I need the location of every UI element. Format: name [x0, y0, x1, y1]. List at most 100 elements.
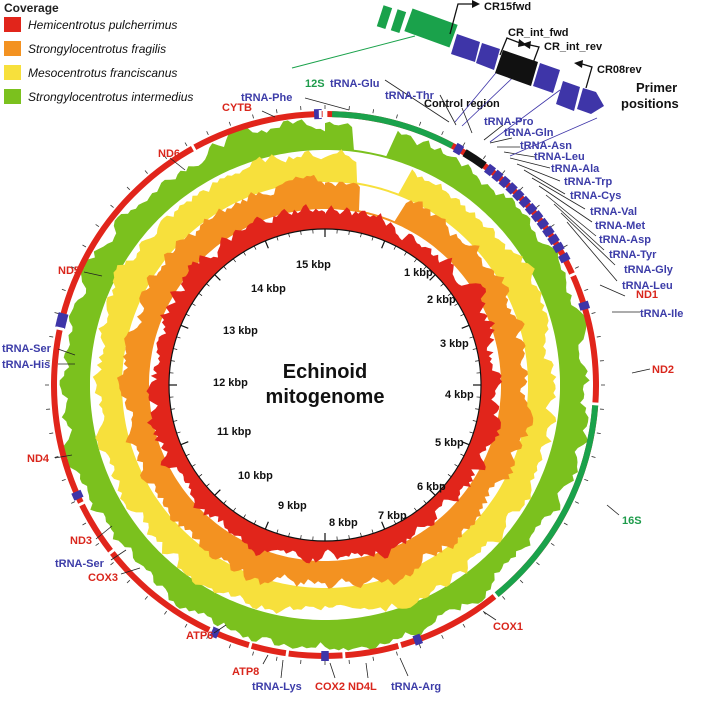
primer-blue-block-3 — [533, 63, 560, 93]
svg-text:tRNA-Tyr: tRNA-Tyr — [609, 249, 657, 261]
primer-blue-block-2 — [476, 43, 500, 70]
kbp-label-4: 4 kbp — [445, 389, 474, 401]
svg-text:tRNA-Leu: tRNA-Leu — [622, 280, 673, 292]
gene-ring-tick — [502, 596, 505, 599]
kbp-label-15: 15 kbp — [296, 259, 331, 271]
svg-text:tRNA-Val: tRNA-Val — [590, 206, 637, 218]
gene-ring-tick — [55, 313, 59, 314]
primer-arrowhead-cr08rev — [574, 60, 583, 68]
svg-text:tRNA-His: tRNA-His — [2, 359, 50, 371]
legend-label-intermedius: Strongylocentrotus intermedius — [28, 90, 193, 104]
primer-green-block — [404, 9, 457, 48]
svg-text:tRNA-Ser: tRNA-Ser — [2, 343, 52, 355]
gene-ring-tick — [49, 433, 53, 434]
gene-ring-tick — [207, 131, 209, 135]
primer-control-block — [495, 50, 538, 86]
legend-label-franciscanus: Mesocentrotus franciscanus — [28, 66, 177, 80]
legend: Coverage Hemicentrotus pulcherrimus Stro… — [4, 1, 193, 104]
gene-ring-tick — [575, 267, 579, 269]
gene-ring-tick — [584, 479, 588, 480]
svg-text:ATP6: ATP6 — [186, 630, 213, 642]
gene-label-16s: 16S — [607, 505, 642, 527]
gene-break — [342, 651, 345, 659]
gene-ring-tick — [520, 580, 523, 583]
gene-ring-tick — [49, 336, 53, 337]
gene-segment-trna — [321, 651, 329, 661]
gene-ring-tick — [111, 562, 114, 565]
gene-label-trna-lys: tRNA-Lys — [252, 660, 302, 693]
gene-ring-tick — [229, 644, 230, 648]
gene-ring-tick — [276, 657, 277, 661]
kbp-label-8: 8 kbp — [329, 517, 358, 529]
gene-ring-tick — [373, 657, 374, 661]
primer-blue-block-4 — [556, 81, 580, 111]
svg-text:tRNA-Gln: tRNA-Gln — [504, 127, 554, 139]
gene-ring-tick — [536, 562, 539, 565]
gene-ring-tick — [592, 313, 596, 314]
gene-ring-tick — [253, 115, 254, 119]
svg-text:tRNA-Met: tRNA-Met — [595, 220, 645, 232]
center-title-line1: Echinoid — [283, 361, 367, 383]
primer-name-cr-int-fwd: CR_int_fwd — [508, 27, 569, 39]
legend-swatch-pulcherrimus — [4, 17, 21, 32]
kbp-label-1: 1 kbp — [404, 267, 433, 279]
legend-title: Coverage — [4, 1, 59, 15]
gene-ring-tick — [597, 336, 601, 337]
kbp-label-9: 9 kbp — [278, 500, 307, 512]
gene-ring-tick — [551, 224, 554, 226]
gene-ring-tick — [62, 479, 66, 480]
gene-ring-tick — [83, 245, 86, 247]
kbp-label-14: 14 kbp — [251, 283, 286, 295]
gene-label-trna-his: tRNA-His — [2, 359, 75, 371]
kbp-label-7: 7 kbp — [378, 510, 407, 522]
svg-text:12S: 12S — [305, 78, 325, 90]
gene-ring-tick — [127, 580, 130, 583]
legend-label-pulcherrimus: Hemicentrotus pulcherrimus — [28, 18, 177, 32]
gene-label-trna-phe: tRNA-Phe — [241, 92, 349, 110]
gene-ring-tick — [536, 205, 539, 208]
primer-name-cr15fwd: CR15fwd — [484, 1, 531, 13]
svg-text:tRNA-Lys: tRNA-Lys — [252, 681, 302, 693]
svg-text:tRNA-Trp: tRNA-Trp — [564, 176, 613, 188]
primer-connector-left — [292, 36, 415, 68]
gene-label-12s: 12S — [305, 78, 325, 90]
primer-name-cr-int-rev: CR_int_rev — [544, 41, 603, 53]
gene-ring-tick — [442, 131, 444, 135]
gene-ring-tick — [185, 624, 187, 627]
kbp-label-10: 10 kbp — [238, 470, 273, 482]
gene-ring-tick — [83, 523, 86, 525]
primer-green-bar-2 — [391, 9, 406, 33]
gene-break — [591, 402, 599, 405]
gene-ring-tick — [62, 289, 66, 290]
gene-ring-tick — [575, 502, 579, 504]
primer-title-line1: Primer — [636, 80, 677, 95]
svg-text:tRNA-Ala: tRNA-Ala — [551, 163, 600, 175]
gene-ring-tick — [442, 635, 444, 639]
legend-swatch-fragilis — [4, 41, 21, 56]
gene-ring-tick — [463, 624, 465, 627]
svg-text:COX1: COX1 — [493, 621, 523, 633]
svg-text:ND2: ND2 — [652, 364, 674, 376]
gene-ring-tick — [185, 143, 187, 146]
primer-arrow-cr08rev — [582, 64, 592, 88]
svg-text:ATP8: ATP8 — [232, 666, 259, 678]
gene-ring-tick — [564, 523, 567, 525]
gene-ring-tick — [164, 611, 166, 614]
gene-ring-tick — [396, 652, 397, 656]
svg-text:ND3: ND3 — [70, 535, 92, 547]
svg-text:tRNA-Leu: tRNA-Leu — [534, 151, 585, 163]
center-title-line2: mitogenome — [266, 386, 385, 408]
gene-ring-tick — [96, 543, 99, 545]
svg-text:COX2: COX2 — [315, 681, 345, 693]
kbp-label-5: 5 kbp — [435, 437, 464, 449]
primer-name-cr08rev: CR08rev — [597, 64, 643, 76]
gene-ring-tick — [419, 122, 420, 126]
primer-green-bar-1 — [377, 5, 392, 29]
legend-swatch-intermedius — [4, 89, 21, 104]
gene-ring-tick — [373, 109, 374, 113]
gene-ring-tick — [419, 644, 420, 648]
gene-ring-tick — [229, 122, 230, 126]
gene-label-atp8: ATP8 — [232, 655, 268, 678]
